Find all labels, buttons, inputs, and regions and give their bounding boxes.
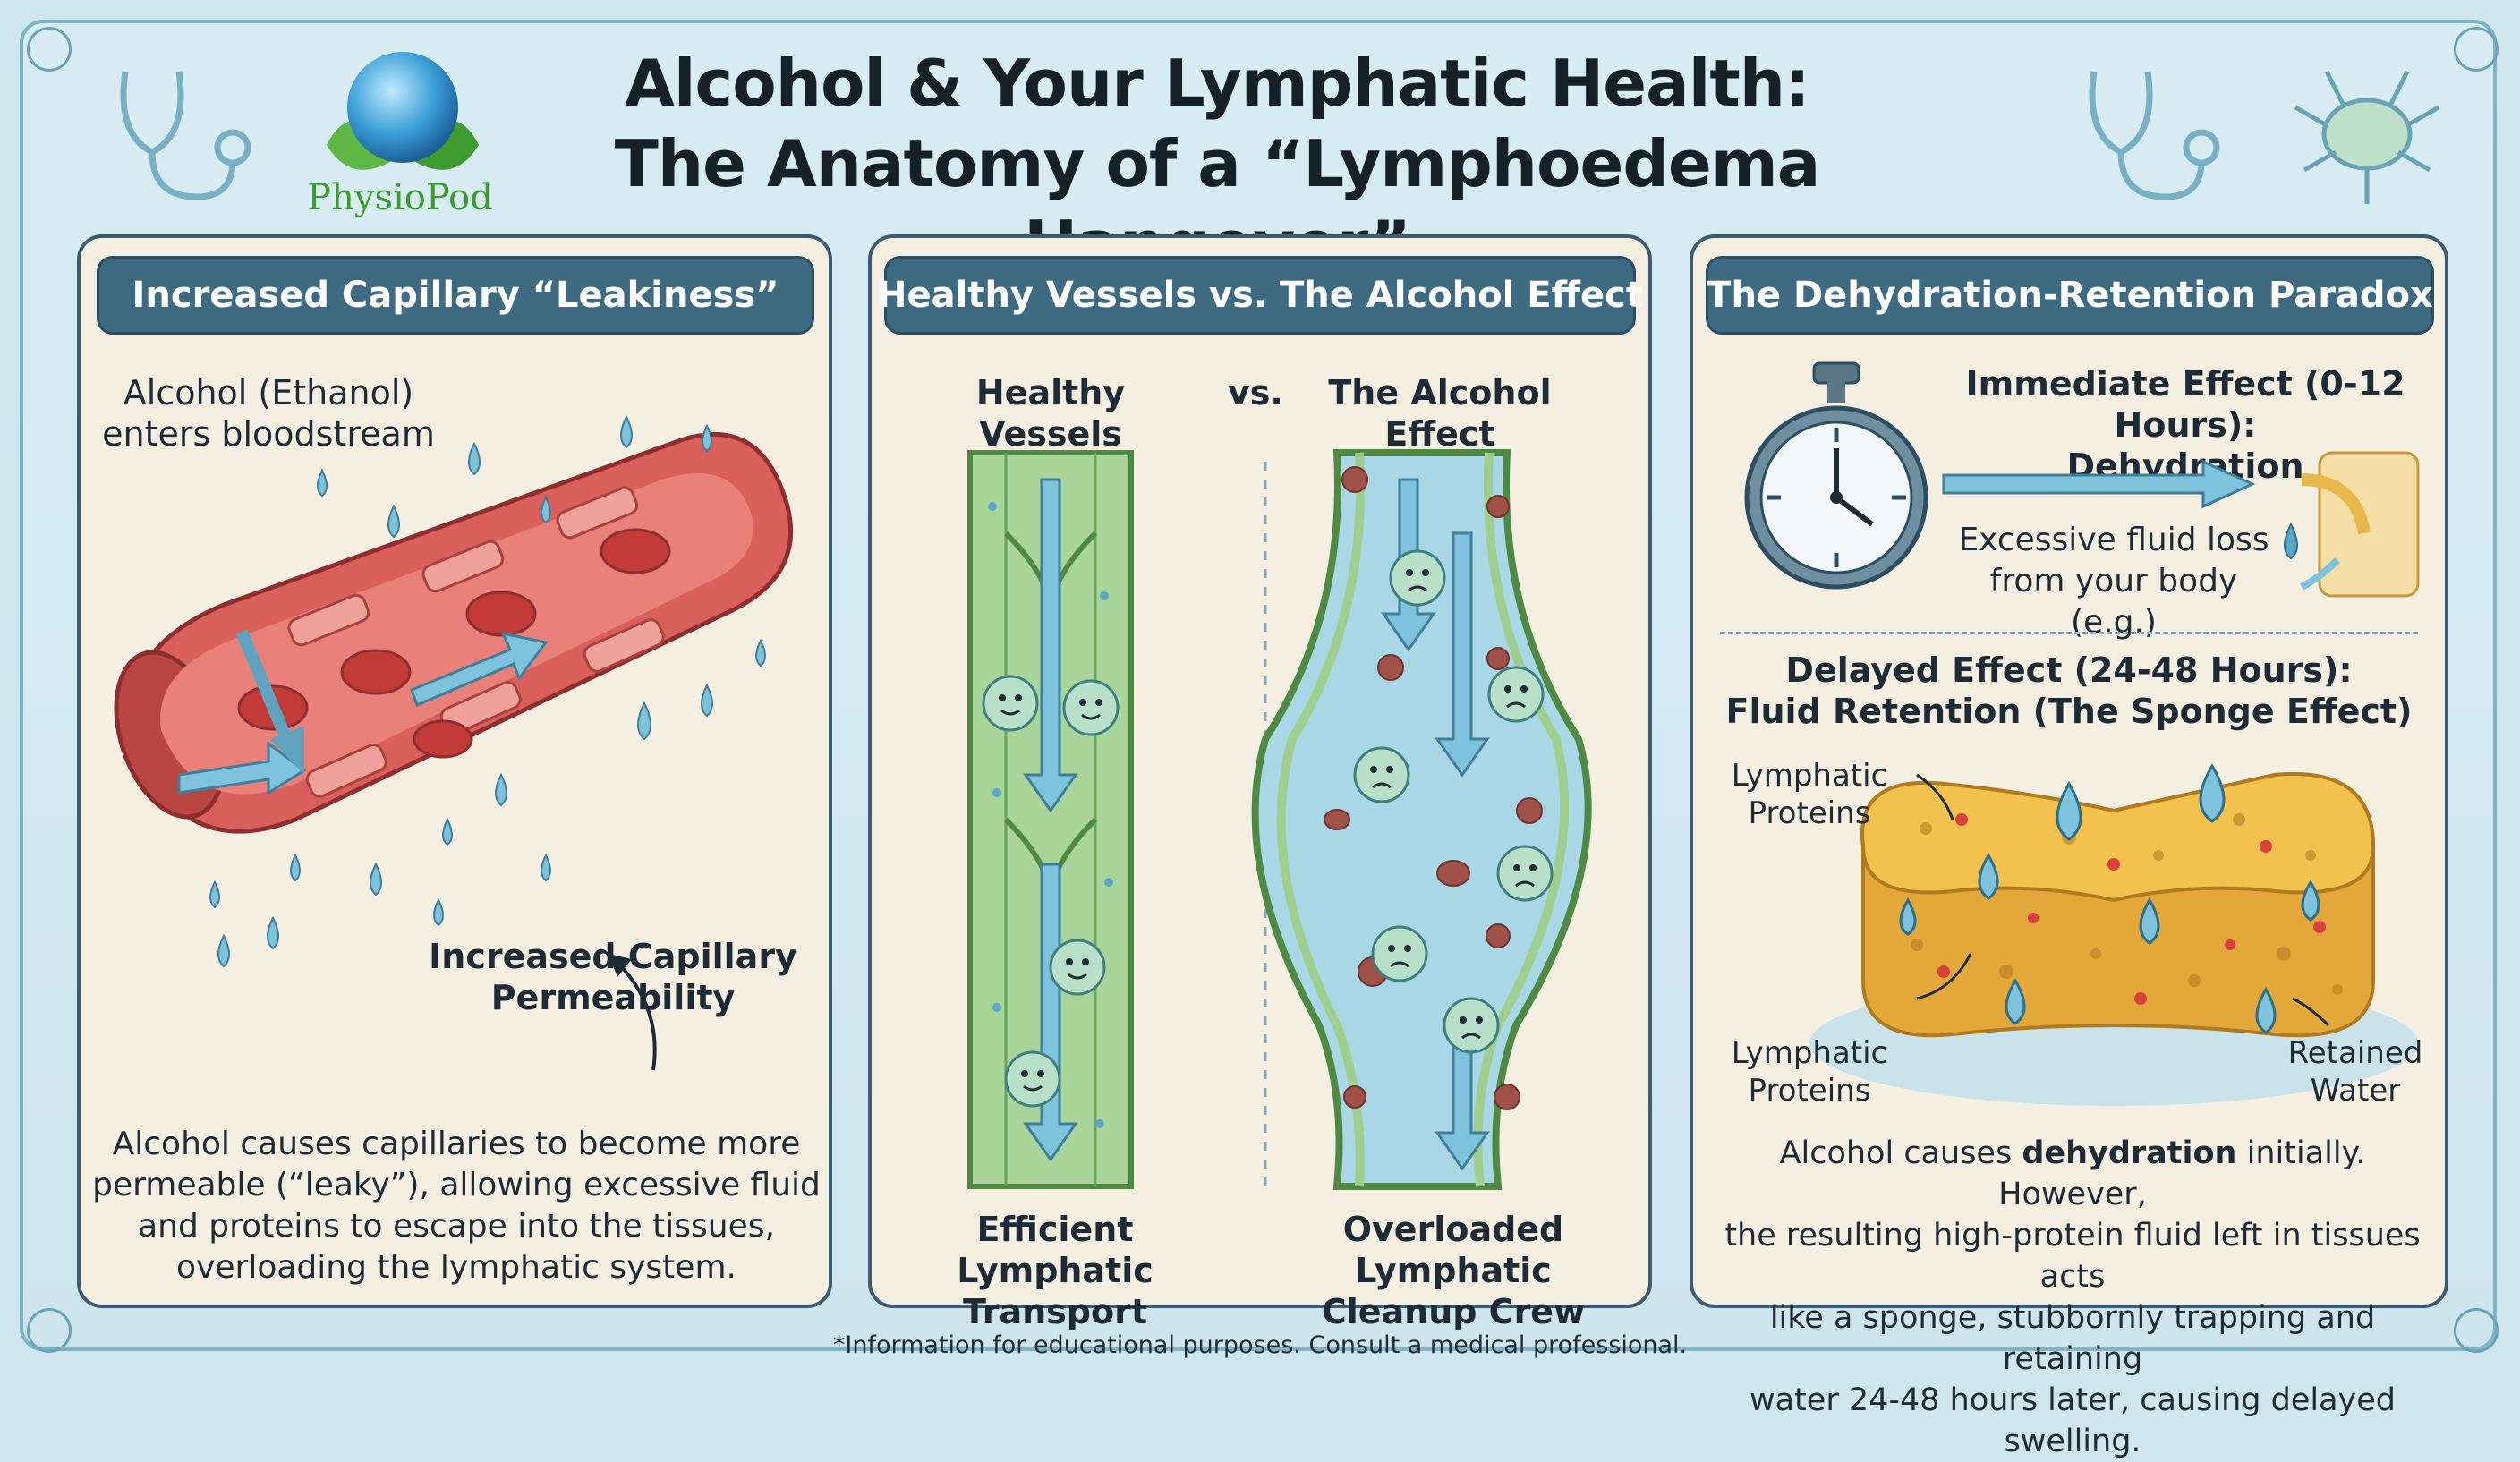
- caption-right-line1: Overloaded Lymphatic: [1342, 1210, 1564, 1290]
- desc-1a: Alcohol causes: [1779, 1135, 2022, 1171]
- caption-left-line2: Transport: [962, 1292, 1147, 1331]
- title-line-1: Alcohol & Your Lymphatic Health:: [625, 46, 1810, 121]
- label-increased-permeability: Increased Capillary Permeability: [412, 936, 814, 1018]
- caption-overloaded-crew: Overloaded Lymphatic Cleanup Crew: [1265, 1209, 1641, 1332]
- desc-1b-bold: dehydration: [2022, 1135, 2237, 1171]
- immediate-line1: Immediate Effect (0-12 Hours):: [1965, 364, 2405, 445]
- delayed-line1: Delayed Effect (24-48 Hours):: [1785, 650, 2353, 690]
- corner-ornament-br: [2454, 1308, 2499, 1353]
- lymph-node-icon: [2294, 70, 2440, 204]
- label-perm-line2: Permeability: [490, 978, 736, 1017]
- caption-left-line1: Efficient Lymphatic: [957, 1210, 1154, 1290]
- label-alcohol-line2: enters bloodstream: [102, 414, 435, 454]
- panel1-desc-line1: Alcohol causes capillaries to become mor…: [112, 1126, 801, 1162]
- panel1-desc-line4: overloading the lymphatic system.: [176, 1249, 736, 1286]
- label-proteins-top: Lymphatic Proteins: [1702, 757, 1917, 832]
- subtitle-healthy-vessels: Healthy Vessels: [975, 373, 1126, 454]
- caption-right-line2: Cleanup Crew: [1321, 1292, 1586, 1331]
- arrow-right-icon: [1942, 459, 2256, 509]
- stethoscope-icon-right: [2089, 71, 2220, 200]
- water-line1: Retained: [2287, 1035, 2423, 1071]
- panel3-desc-line2: the resulting high-protein fluid left in…: [1724, 1218, 2421, 1295]
- caption-efficient-transport: Efficient Lymphatic Transport: [890, 1209, 1221, 1332]
- panel3-description: Alcohol causes dehydration initially. Ho…: [1702, 1133, 2443, 1462]
- water-line2: Water: [2310, 1073, 2401, 1109]
- panel1-heading: Increased Capillary “Leakiness”: [97, 256, 814, 335]
- section-divider: [1720, 632, 2418, 634]
- subtitle-vs: vs.: [1228, 373, 1283, 412]
- panel3-desc-line3: like a sponge, stubbornly trapping and r…: [1769, 1300, 2376, 1377]
- corner-ornament-bl: [27, 1308, 72, 1353]
- desc-1c: initially. However,: [1998, 1135, 2366, 1212]
- label-fluid-loss: Excessive fluid loss from your body (e.g…: [1944, 520, 2284, 643]
- proteins-top-line1: Lymphatic: [1731, 758, 1888, 794]
- corner-ornament-tl: [27, 27, 72, 72]
- proteins-bottom-line1: Lymphatic: [1731, 1035, 1888, 1071]
- panel2-heading: Healthy Vessels vs. The Alcohol Effect: [877, 256, 1643, 335]
- page-title: Alcohol & Your Lymphatic Health: The Ana…: [501, 43, 1933, 285]
- panel3-heading: The Dehydration-Retention Paradox: [1706, 256, 2434, 335]
- physiopod-logo-icon: [327, 52, 479, 170]
- blood-vessel-illustration: [114, 414, 794, 1071]
- label-retained-water: Retained Water: [2266, 1034, 2445, 1109]
- proteins-bottom-line2: Proteins: [1748, 1073, 1871, 1109]
- panel-healthy-vs-alcohol: Healthy Vessels vs. The Alcohol Effect H…: [868, 234, 1652, 1331]
- lymph-vessel-comparison-illustration: [967, 449, 1592, 1190]
- proteins-top-line2: Proteins: [1748, 795, 1871, 831]
- stethoscope-icon-left: [120, 71, 251, 200]
- fluid-loss-icon: [2284, 451, 2420, 598]
- brand-name: PhysioPod: [307, 177, 493, 218]
- stopwatch-icon: [1744, 361, 1928, 590]
- panel-capillary-leakiness: Increased Capillary “Leakiness” Alcohol …: [77, 234, 832, 1308]
- subtitle-alcohol-effect: The Alcohol Effect: [1328, 373, 1552, 454]
- panel1-desc-line3: and proteins to escape into the tissues,: [138, 1208, 775, 1245]
- panel1-description: Alcohol causes capillaries to become mor…: [89, 1124, 823, 1288]
- label-alcohol-line1: Alcohol (Ethanol): [123, 373, 414, 412]
- label-alcohol-enters: Alcohol (Ethanol) enters bloodstream: [72, 372, 465, 455]
- label-proteins-bottom: Lymphatic Proteins: [1702, 1034, 1917, 1109]
- sponge-illustration: [1809, 763, 2418, 1106]
- fluid-loss-line1: Excessive fluid loss: [1958, 522, 2269, 558]
- disclaimer: *Information for educational purposes. C…: [832, 1331, 1688, 1359]
- label-perm-line1: Increased Capillary: [429, 937, 797, 976]
- panel-dehydration-paradox: The Dehydration-Retention Paradox Immedi…: [1690, 234, 2448, 1459]
- panel1-desc-line2: permeable (“leaky”), allowing excessive …: [92, 1167, 821, 1203]
- delayed-line2: Fluid Retention (The Sponge Effect): [1725, 692, 2413, 731]
- panel3-desc-line1: Alcohol causes dehydration initially. Ho…: [1702, 1133, 2443, 1215]
- corner-ornament-tr: [2454, 27, 2499, 72]
- label-delayed-effect: Delayed Effect (24-48 Hours): Fluid Rete…: [1711, 650, 2427, 732]
- fluid-loss-line2: from your body (e.g.): [1989, 563, 2238, 641]
- panel3-desc-line4: water 24-48 hours later, causing delayed…: [1749, 1382, 2396, 1459]
